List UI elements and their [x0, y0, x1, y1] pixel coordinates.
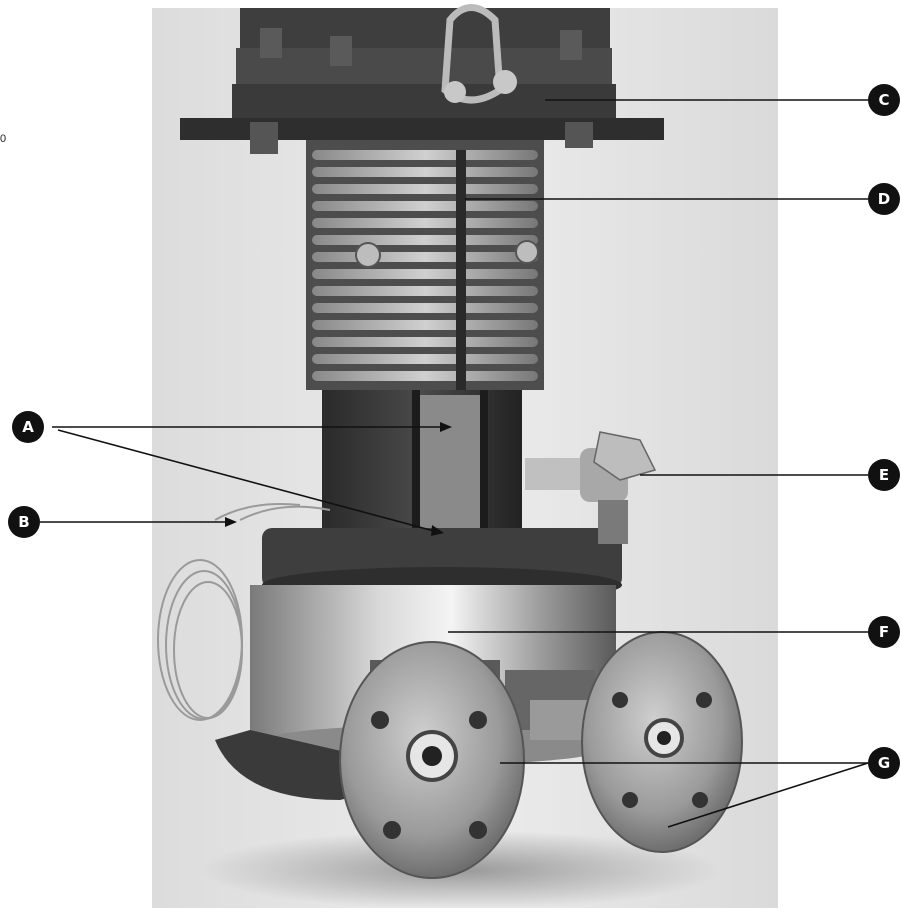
- side-sensor: [525, 431, 657, 544]
- cooling-fin: [312, 286, 538, 296]
- svg-text:F: F: [879, 623, 889, 641]
- extension-body: [322, 390, 522, 540]
- cooling-fin: [312, 320, 538, 330]
- svg-text:G: G: [878, 754, 890, 772]
- cooling-fin: [312, 269, 538, 279]
- right-flange: [581, 631, 743, 853]
- cooling-fin: [312, 303, 538, 313]
- svg-text:B: B: [18, 513, 29, 531]
- cooling-fin: [312, 184, 538, 194]
- cooling-fin: [312, 337, 538, 347]
- leader-g-lower: [667, 762, 869, 828]
- cooling-fin: [312, 201, 538, 211]
- cooling-fin: [312, 150, 538, 160]
- left-flange: [339, 641, 525, 879]
- cooling-fin: [312, 252, 538, 262]
- callouts: A B C D E F G: [8, 84, 900, 779]
- cooling-fin: [312, 218, 538, 228]
- cooling-fin: [312, 167, 538, 177]
- cooling-fin: [312, 235, 538, 245]
- svg-text:D: D: [878, 190, 890, 208]
- cooling-fin: [312, 354, 538, 364]
- callout-g: G: [868, 747, 900, 779]
- finned-bonnet: [306, 140, 544, 390]
- edge-glyph: 0: [0, 133, 7, 145]
- leader-lines: [40, 99, 869, 828]
- actuator-yoke: [180, 4, 664, 154]
- callout-d: D: [868, 183, 900, 215]
- callout-c: C: [868, 84, 900, 116]
- svg-text:C: C: [878, 91, 889, 109]
- leader-a-lower: [57, 429, 435, 532]
- callout-e: E: [868, 459, 900, 491]
- svg-text:E: E: [879, 466, 889, 484]
- arrowheads: [225, 422, 452, 536]
- callout-b: B: [8, 506, 40, 538]
- thermocouple-coil: [157, 503, 331, 721]
- svg-text:A: A: [22, 418, 34, 436]
- callout-f: F: [868, 616, 900, 648]
- cooling-fin: [312, 371, 538, 381]
- callout-a: A: [12, 411, 44, 443]
